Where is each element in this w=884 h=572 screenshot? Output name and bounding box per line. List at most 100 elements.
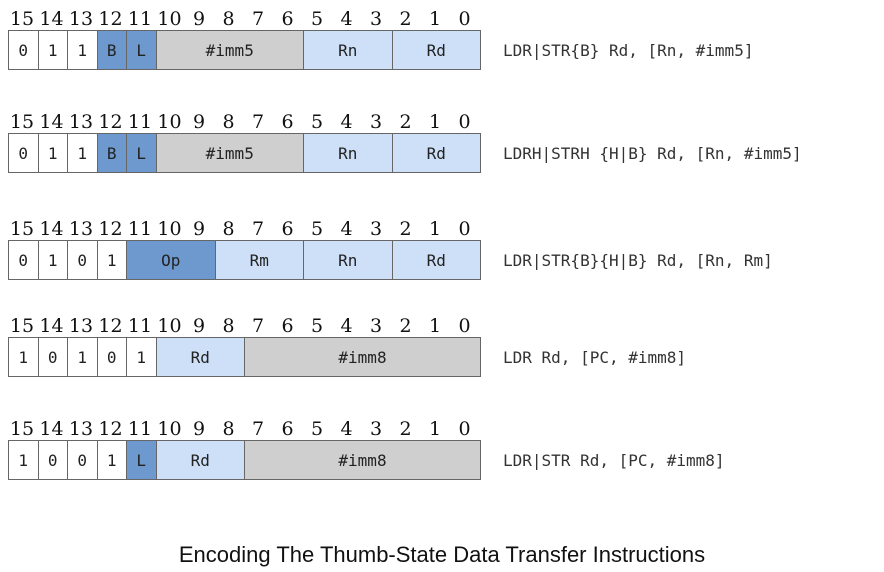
bit-number: 13 bbox=[68, 315, 94, 337]
field-plain: 1 bbox=[8, 337, 39, 377]
instruction-syntax: LDR|STR Rd, [PC, #imm8] bbox=[503, 451, 725, 470]
field-register: Rn bbox=[303, 30, 393, 70]
bit-number: 13 bbox=[68, 8, 94, 30]
bit-number: 3 bbox=[369, 418, 383, 440]
field-plain: 1 bbox=[8, 440, 39, 480]
field-plain: 1 bbox=[126, 337, 157, 377]
instruction-syntax: LDR|STR{B} Rd, [Rn, #imm5] bbox=[503, 41, 754, 60]
bit-number: 0 bbox=[458, 315, 471, 337]
bit-number: 9 bbox=[192, 218, 206, 240]
bit-number: 8 bbox=[222, 111, 235, 133]
bit-number: 0 bbox=[458, 8, 471, 30]
bit-number: 2 bbox=[399, 418, 412, 440]
bit-number: 7 bbox=[251, 315, 265, 337]
field-plain: 0 bbox=[67, 240, 98, 280]
bit-number: 14 bbox=[39, 418, 64, 440]
instruction-syntax: LDRH|STRH {H|B} Rd, [Rn, #imm5] bbox=[503, 144, 802, 163]
bit-number: 6 bbox=[281, 218, 294, 240]
field-flag: L bbox=[126, 440, 157, 480]
bit-number: 10 bbox=[157, 315, 182, 337]
bit-number: 3 bbox=[369, 315, 383, 337]
field-plain: 1 bbox=[67, 133, 98, 173]
bit-number: 2 bbox=[399, 218, 412, 240]
bit-number: 13 bbox=[68, 218, 94, 240]
field-register: Rd bbox=[391, 133, 481, 173]
bit-number: 13 bbox=[68, 111, 94, 133]
bit-number: 3 bbox=[369, 8, 383, 30]
field-plain: 0 bbox=[96, 337, 127, 377]
bit-number: 7 bbox=[251, 418, 265, 440]
bit-number: 13 bbox=[68, 418, 94, 440]
bit-number: 14 bbox=[39, 218, 64, 240]
bit-number: 15 bbox=[9, 218, 35, 240]
field-flag: L bbox=[126, 133, 157, 173]
instruction-syntax: LDR|STR{B}{H|B} Rd, [Rn, Rm] bbox=[503, 251, 773, 270]
bit-number: 2 bbox=[399, 111, 412, 133]
bit-number: 4 bbox=[340, 8, 353, 30]
bit-number: 12 bbox=[98, 315, 123, 337]
bit-number: 7 bbox=[251, 111, 265, 133]
bit-number: 3 bbox=[369, 111, 383, 133]
bit-number: 9 bbox=[192, 111, 206, 133]
bit-number: 8 bbox=[222, 218, 235, 240]
bit-number: 11 bbox=[127, 8, 153, 30]
bit-number: 11 bbox=[127, 218, 153, 240]
bit-number: 12 bbox=[98, 218, 123, 240]
bit-number: 0 bbox=[458, 418, 471, 440]
bit-number: 4 bbox=[340, 111, 353, 133]
bit-number: 15 bbox=[9, 8, 35, 30]
bit-number: 6 bbox=[281, 8, 294, 30]
bit-number: 8 bbox=[222, 315, 235, 337]
bit-number: 0 bbox=[458, 111, 471, 133]
bit-number: 14 bbox=[39, 8, 64, 30]
bit-number: 15 bbox=[9, 418, 35, 440]
field-register: Rd bbox=[391, 30, 481, 70]
bit-number: 14 bbox=[39, 111, 64, 133]
bit-number: 10 bbox=[157, 8, 182, 30]
field-register: Rd bbox=[155, 440, 245, 480]
field-plain: 0 bbox=[8, 240, 39, 280]
bit-number: 5 bbox=[310, 218, 324, 240]
bit-number: 11 bbox=[127, 418, 153, 440]
field-flag: B bbox=[96, 30, 127, 70]
field-plain: 1 bbox=[67, 337, 98, 377]
bit-number: 1 bbox=[428, 111, 442, 133]
bit-number: 5 bbox=[310, 315, 324, 337]
bit-number: 5 bbox=[310, 418, 324, 440]
bit-number: 14 bbox=[39, 315, 64, 337]
field-immediate: #imm8 bbox=[244, 440, 481, 480]
bit-number: 15 bbox=[9, 111, 35, 133]
bit-number: 1 bbox=[428, 315, 442, 337]
diagram-caption: Encoding The Thumb-State Data Transfer I… bbox=[178, 542, 706, 567]
field-plain: 0 bbox=[8, 133, 39, 173]
bit-number: 11 bbox=[127, 111, 153, 133]
bit-number: 12 bbox=[98, 418, 123, 440]
bit-number: 10 bbox=[157, 111, 182, 133]
bit-number: 12 bbox=[98, 111, 123, 133]
field-plain: 0 bbox=[37, 440, 68, 480]
field-plain: 0 bbox=[37, 337, 68, 377]
field-plain: 0 bbox=[67, 440, 98, 480]
bit-number: 4 bbox=[340, 315, 353, 337]
field-plain: 1 bbox=[37, 240, 68, 280]
bit-number: 6 bbox=[281, 315, 294, 337]
bit-number: 10 bbox=[157, 418, 182, 440]
field-plain: 0 bbox=[8, 30, 39, 70]
bit-number: 12 bbox=[98, 8, 123, 30]
bit-number: 4 bbox=[340, 218, 353, 240]
bit-number: 9 bbox=[192, 8, 206, 30]
field-register: Rm bbox=[214, 240, 304, 280]
field-immediate: #imm5 bbox=[155, 30, 304, 70]
field-plain: 1 bbox=[37, 30, 68, 70]
bit-number: 6 bbox=[281, 111, 294, 133]
bit-number: 7 bbox=[251, 218, 265, 240]
bit-number: 8 bbox=[222, 418, 235, 440]
field-flag: B bbox=[96, 133, 127, 173]
bit-number: 2 bbox=[399, 8, 412, 30]
